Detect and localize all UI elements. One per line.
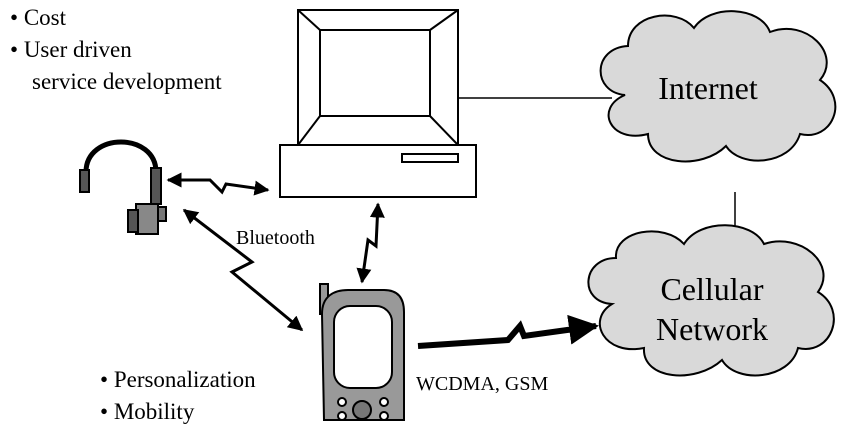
internet-cloud: Internet	[599, 10, 837, 163]
bullet-mobility: • Mobility	[100, 399, 195, 424]
bluetooth-link-headset-phone	[182, 208, 304, 332]
monitor-screen	[319, 29, 431, 117]
link-pc-phone	[356, 202, 385, 284]
bluetooth-label: Bluetooth	[236, 227, 315, 249]
headset-icon	[79, 139, 167, 235]
cellular-cloud-shape	[587, 224, 835, 377]
link-phone-cellular	[417, 314, 599, 349]
phone-screen	[333, 305, 393, 389]
internet-cloud-shape	[599, 10, 837, 163]
bullet-user-driven-text: User driven	[23, 37, 132, 62]
bullet-personalization-text: Personalization	[113, 367, 256, 392]
cellular-label-line2: Network	[656, 311, 768, 347]
bullet-cost: • Cost	[10, 5, 66, 30]
internet-label: Internet	[658, 70, 758, 106]
bullet-mobility-text: Mobility	[113, 399, 195, 424]
mobile-phone-icon	[319, 283, 405, 421]
desktop-computer-icon	[279, 9, 477, 198]
bullet-service-development-text: service development	[32, 69, 222, 94]
bullet-cost-text: Cost	[23, 5, 66, 30]
bullet-user-driven: • User driven	[10, 37, 132, 62]
computer-base	[279, 144, 477, 198]
cellular-cloud: Cellular Network	[587, 224, 835, 377]
bullet-personalization: • Personalization	[100, 367, 256, 392]
cellular-label-line1: Cellular	[660, 271, 763, 307]
bullet-service-development: service development	[32, 68, 222, 96]
radio-link-label: WCDMA, GSM	[416, 373, 548, 395]
disk-drive-slot	[401, 153, 459, 163]
bluetooth-link-headset-pc	[166, 172, 270, 196]
